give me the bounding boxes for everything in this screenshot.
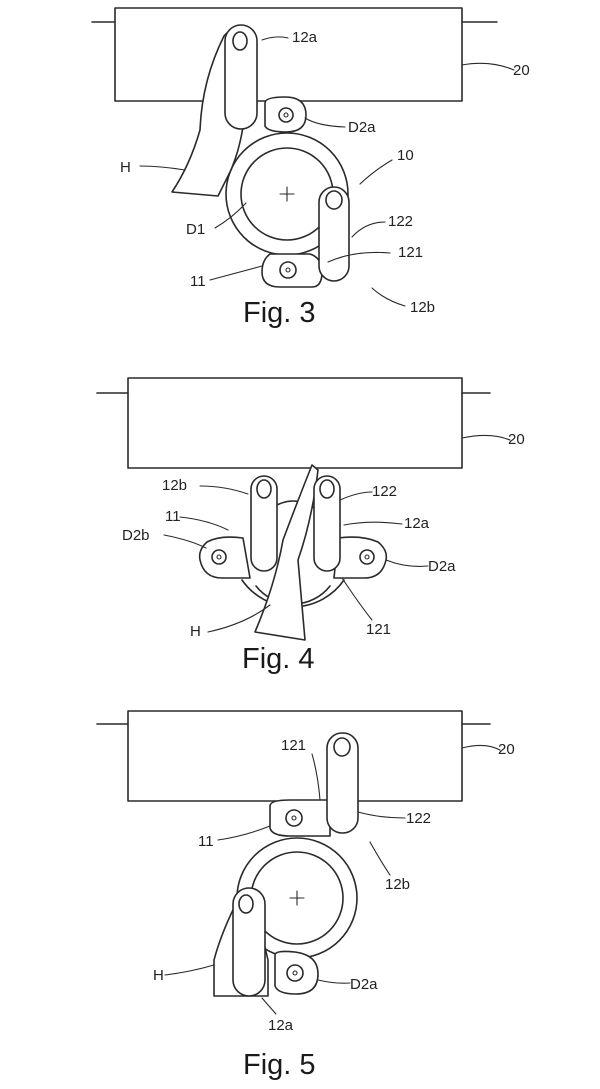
lever-122 [326,732,359,834]
label-10: 10 [397,147,414,164]
label-122: 122 [372,483,397,500]
label-12b: 12b [385,876,410,893]
label-d2a: D2a [348,119,376,136]
label-12a: 12a [292,29,318,46]
figure-5: 121 20 122 11 12b H D2a 12a Fig. 5 [96,710,515,1081]
label-d2a: D2a [350,976,378,993]
lever-12a [232,887,266,997]
label-11: 11 [190,273,206,290]
beam-20 [127,710,463,802]
label-h: H [120,159,131,176]
lever-12b [250,475,278,572]
label-12a: 12a [404,515,430,532]
label-11: 11 [165,508,181,525]
hand [254,464,319,641]
tab-d2b [198,536,251,579]
beam-20 [127,377,463,469]
label-d1: D1 [186,221,205,238]
label-d2a: D2a [428,558,456,575]
label-20: 20 [498,741,515,758]
label-121: 121 [398,244,423,261]
label-122: 122 [406,810,431,827]
label-h: H [153,967,164,984]
tab-d2a [264,96,307,133]
lever-122 [318,186,350,282]
label-20: 20 [513,62,530,79]
label-12b: 12b [162,477,187,494]
tab-11 [269,799,331,837]
label-h: H [190,623,201,640]
beam-20 [114,7,463,102]
tab-11 [261,253,323,288]
label-d2b: D2b [122,527,150,544]
label-12a: 12a [268,1017,294,1034]
label-12b: 12b [410,299,435,316]
figure-caption: Fig. 4 [242,643,315,675]
label-122: 122 [388,213,413,230]
label-20: 20 [508,431,525,448]
figure-caption: Fig. 3 [243,297,316,329]
lever-122 [313,475,341,572]
label-121: 121 [366,621,391,638]
figure-caption: Fig. 5 [243,1049,316,1081]
figure-3: 12a 20 D2a 10 H D1 122 121 11 12b Fig. 3 [91,7,530,329]
label-121: 121 [281,737,306,754]
figure-4: 20 12b 122 11 12a D2b D2a H 121 Fig. 4 [96,377,525,675]
lever-12a [224,24,258,130]
label-11: 11 [198,833,214,850]
